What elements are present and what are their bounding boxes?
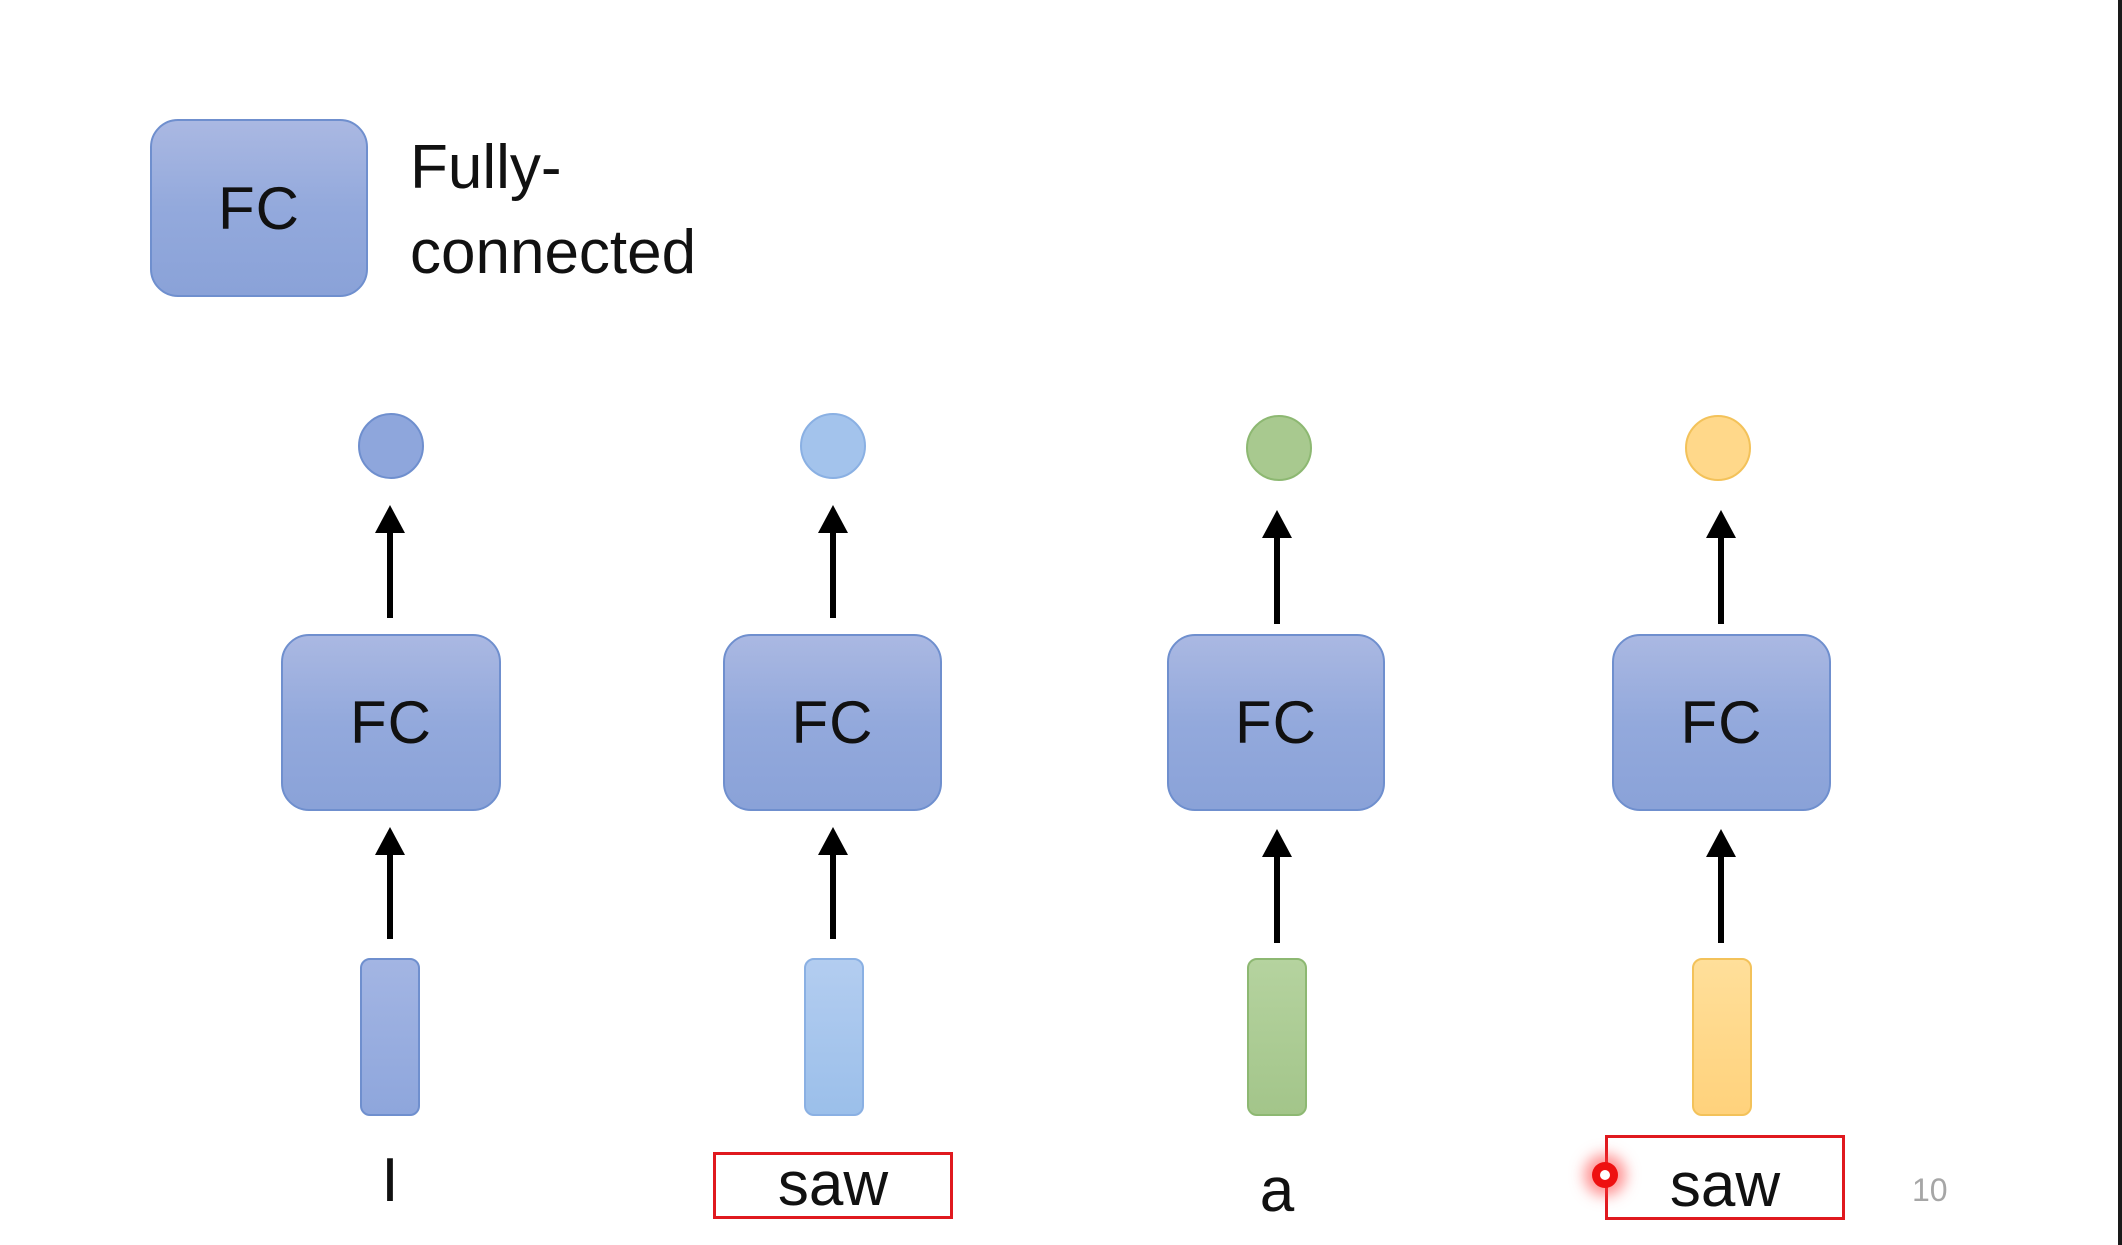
fc-box-3: FC	[1167, 634, 1385, 811]
input-word-3: a	[1259, 1156, 1295, 1225]
input-vector-2	[804, 958, 864, 1116]
arrow-up-fc2-to-output	[818, 505, 848, 618]
arrow-up-vec4-to-fc4	[1706, 829, 1736, 943]
output-node-3	[1246, 415, 1312, 481]
arrow-up-fc3-to-output	[1262, 510, 1292, 624]
fc-box-4: FC	[1612, 634, 1831, 811]
legend-text-line2: connected	[410, 218, 697, 287]
input-vector-4	[1692, 958, 1752, 1116]
arrow-up-vec2-to-fc2	[818, 827, 848, 939]
input-word-4-highlighted: saw	[1605, 1135, 1845, 1220]
output-node-4	[1685, 415, 1751, 481]
arrow-up-fc4-to-output	[1706, 510, 1736, 624]
fc-label-4: FC	[1680, 689, 1763, 756]
slide-number: 10	[1912, 1172, 1948, 1208]
input-vector-3	[1247, 958, 1307, 1116]
output-node-1	[358, 413, 424, 479]
laser-pointer-dot	[1592, 1162, 1618, 1188]
fc-box-2: FC	[723, 634, 942, 811]
input-vector-1	[360, 958, 420, 1116]
input-word-1: I	[381, 1146, 399, 1215]
fc-label-3: FC	[1235, 689, 1317, 756]
window-edge	[2118, 0, 2122, 1245]
fc-label-2: FC	[791, 689, 874, 756]
arrow-up-vec1-to-fc1	[375, 827, 405, 939]
legend-text: Fully- connected	[410, 125, 696, 295]
fc-label-1: FC	[350, 689, 432, 756]
arrow-up-vec3-to-fc3	[1262, 829, 1292, 943]
legend-fc-box: FC	[150, 119, 368, 297]
fc-box-1: FC	[281, 634, 501, 811]
arrow-up-fc1-to-output	[375, 505, 405, 618]
legend-text-line1: Fully-	[410, 133, 562, 202]
output-node-2	[800, 413, 866, 479]
input-word-2-highlighted: saw	[713, 1152, 953, 1219]
legend-fc-label: FC	[218, 174, 300, 242]
